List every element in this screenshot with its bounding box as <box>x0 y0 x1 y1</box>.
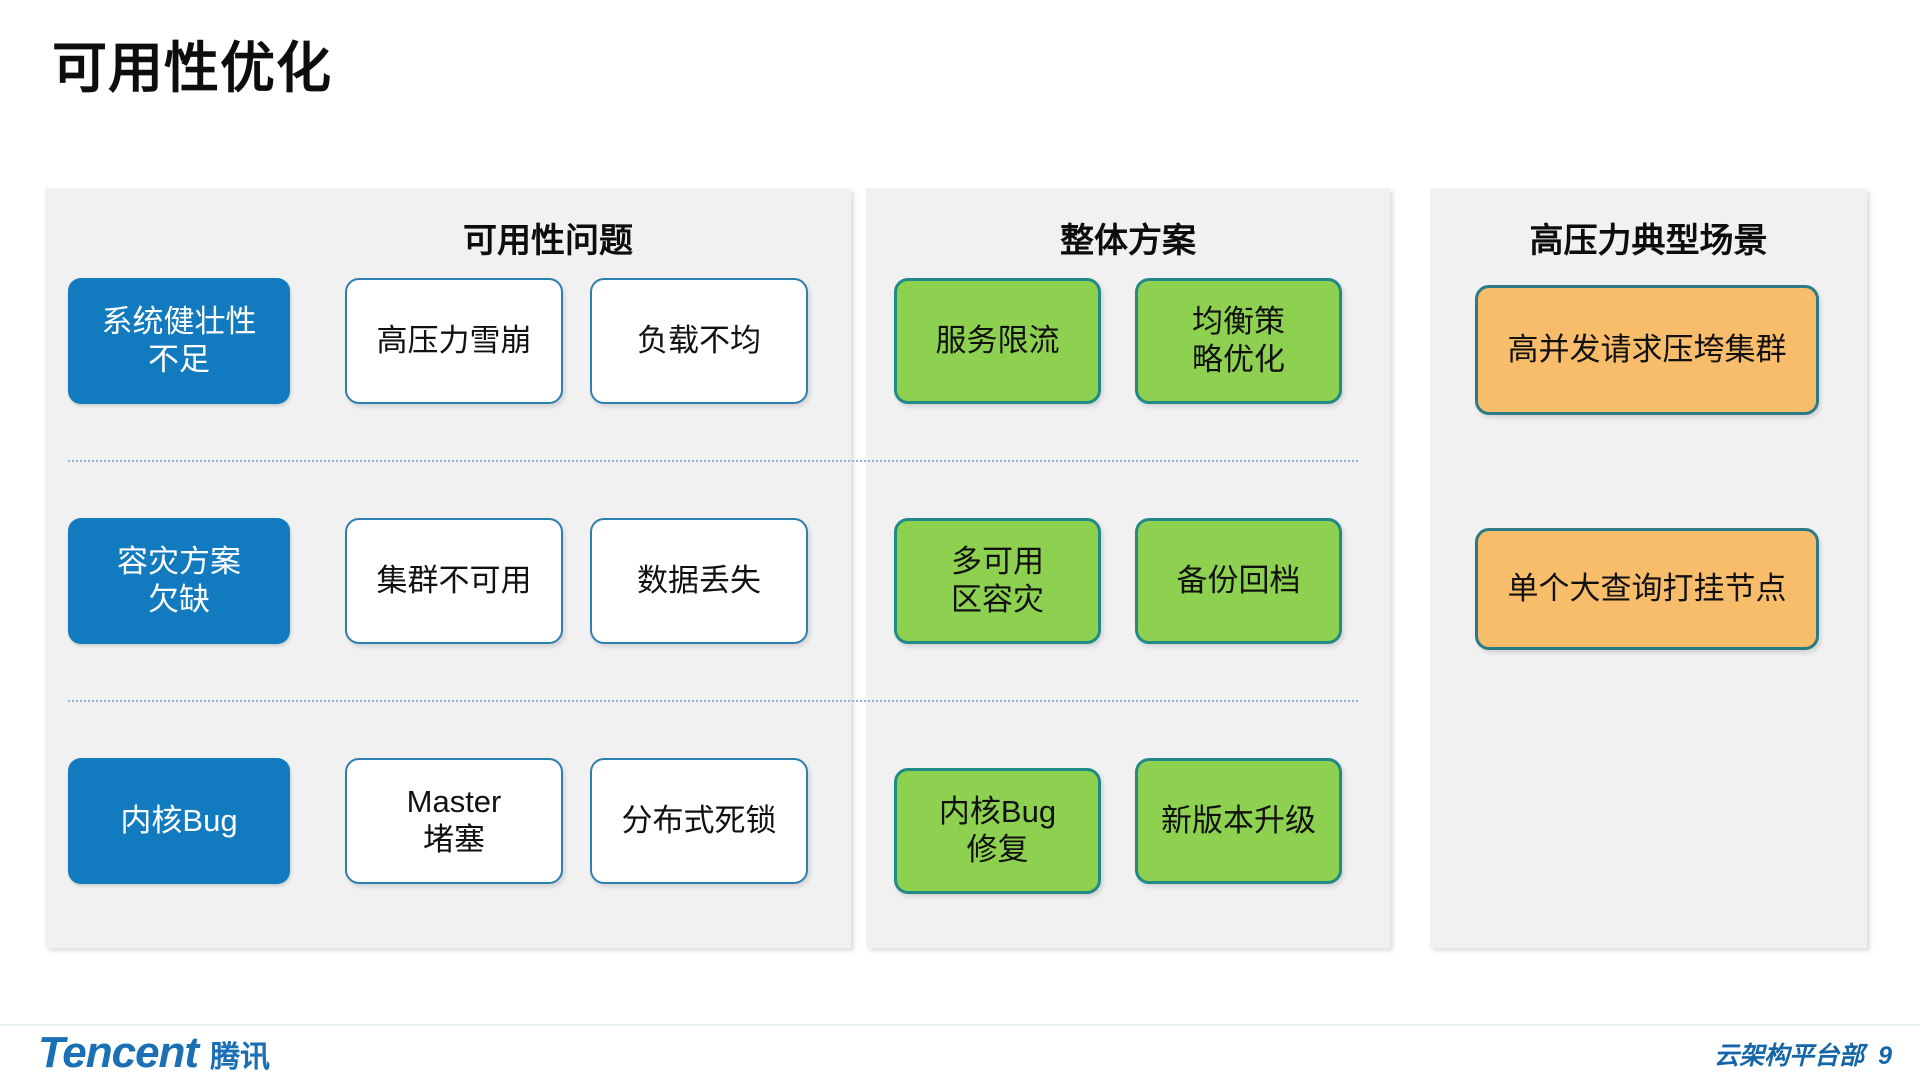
solution-box-backup-rollback[interactable]: 备份回档 <box>1135 518 1342 644</box>
page-number: 9 <box>1878 1042 1892 1070</box>
scenario-box-high-concurrency-crushes-cluster[interactable]: 高并发请求压垮集群 <box>1475 285 1819 415</box>
row-divider-2 <box>68 700 1358 702</box>
solution-box-kernel-bug-fix[interactable]: 内核Bug 修复 <box>894 768 1101 894</box>
tencent-wordmark: Tencent <box>38 1028 199 1077</box>
category-box-disaster-recovery-gap[interactable]: 容灾方案 欠缺 <box>68 518 290 644</box>
issue-box-high-pressure-avalanche[interactable]: 高压力雪崩 <box>345 278 563 404</box>
department-label: 云架构平台部 <box>1714 1042 1865 1070</box>
footer-right-group: 云架构平台部 9 <box>1714 1036 1892 1072</box>
solution-box-multi-az-disaster-recovery[interactable]: 多可用 区容灾 <box>894 518 1101 644</box>
tencent-wordmark-cn: 腾讯 <box>210 1041 271 1074</box>
tencent-logo: Tencent 腾讯 <box>38 1028 270 1078</box>
row-divider-1 <box>68 460 1358 462</box>
issue-box-master-blocked[interactable]: Master 堵塞 <box>345 758 563 884</box>
footer-divider <box>0 1024 1920 1026</box>
category-box-kernel-bug[interactable]: 内核Bug <box>68 758 290 884</box>
issue-box-distributed-deadlock[interactable]: 分布式死锁 <box>590 758 808 884</box>
solution-box-balancing-strategy-optimization[interactable]: 均衡策 略优化 <box>1135 278 1342 404</box>
panel-problems-header: 可用性问题 <box>463 222 633 260</box>
solution-box-new-version-upgrade[interactable]: 新版本升级 <box>1135 758 1342 884</box>
category-box-system-robustness[interactable]: 系统健壮性 不足 <box>68 278 290 404</box>
issue-box-data-loss[interactable]: 数据丢失 <box>590 518 808 644</box>
page-title: 可用性优化 <box>52 37 333 99</box>
panel-scenario-header: 高压力典型场景 <box>1529 222 1768 260</box>
issue-box-cluster-unavailable[interactable]: 集群不可用 <box>345 518 563 644</box>
solution-box-service-throttling[interactable]: 服务限流 <box>894 278 1101 404</box>
scenario-box-single-large-query-hangs-node[interactable]: 单个大查询打挂节点 <box>1475 528 1819 650</box>
panel-solution-header: 整体方案 <box>1060 222 1196 260</box>
issue-box-load-imbalance[interactable]: 负载不均 <box>590 278 808 404</box>
